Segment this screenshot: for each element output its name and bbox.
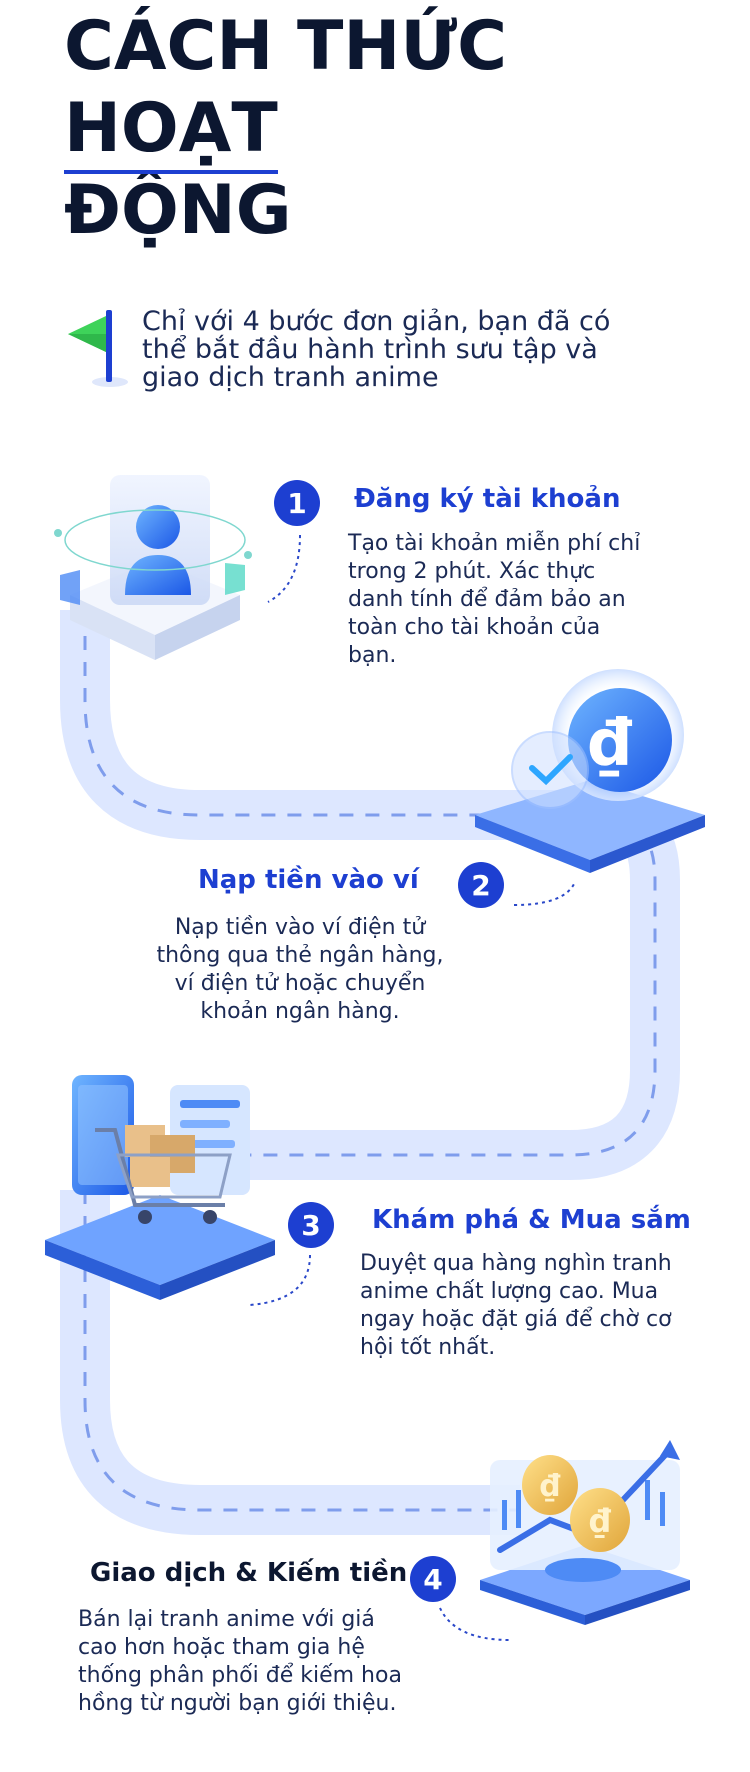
user-account-icon: [54, 475, 252, 660]
step-4-number: 4: [410, 1556, 456, 1602]
step-2-number: 2: [458, 862, 504, 908]
page-title: CÁCH THỨC HOẠT ĐỘNG: [64, 6, 744, 252]
dong-symbol-4a: ₫: [540, 1469, 561, 1504]
step-3-title: Khám phá & Mua sắm: [372, 1205, 691, 1235]
title-underline: [64, 170, 278, 174]
dong-symbol: ₫: [588, 707, 633, 781]
step-2-description: Nạp tiền vào ví điện tử thông qua thẻ ng…: [156, 915, 444, 1024]
step-4-title: Giao dịch & Kiếm tiền: [90, 1558, 408, 1588]
dong-coin-wallet-icon: ₫: [475, 669, 705, 873]
step-4-description: Bán lại tranh anime với giá cao hơn hoặc…: [78, 1607, 402, 1716]
step-3-number: 3: [288, 1202, 334, 1248]
intro-text: Chỉ với 4 bước đơn giản, bạn đã có thể b…: [142, 306, 611, 393]
step-3-description: Duyệt qua hàng nghìn tranh anime chất lư…: [360, 1251, 672, 1360]
page-title-line1: CÁCH THỨC HOẠT: [64, 7, 508, 168]
flag-icon: [68, 310, 128, 387]
step-1-title: Đăng ký tài khoản: [354, 484, 621, 514]
step-1-description: Tạo tài khoản miễn phí chỉ trong 2 phút.…: [348, 531, 641, 668]
trading-coins-chart-icon: ₫ ₫: [480, 1440, 690, 1625]
shopping-cart-icon: [45, 1075, 275, 1300]
step-1-number: 1: [274, 480, 320, 526]
dong-symbol-4b: ₫: [589, 1502, 612, 1540]
page-title-line2: ĐỘNG: [64, 171, 292, 250]
step-2-title: Nạp tiền vào ví: [198, 865, 419, 895]
